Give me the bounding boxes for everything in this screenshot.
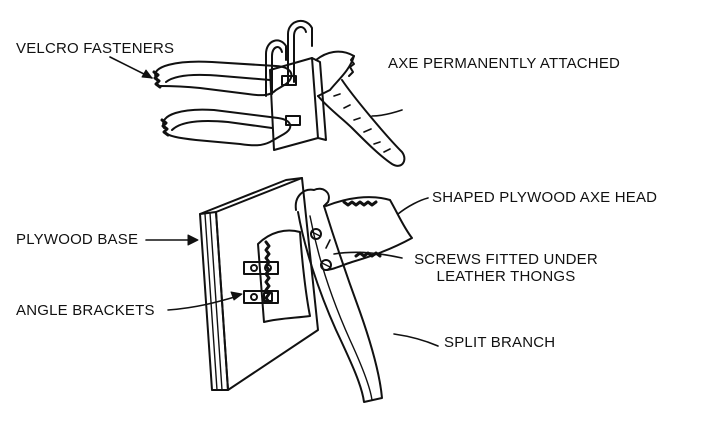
attached-axe-handle-bark bbox=[333, 93, 391, 153]
split-branch-handle bbox=[297, 205, 383, 403]
plate-tab-1 bbox=[281, 75, 297, 86]
screw-upper bbox=[310, 228, 322, 240]
leather-flap bbox=[257, 229, 311, 323]
axe-head-plate bbox=[325, 196, 413, 271]
screw-upper-slot bbox=[311, 231, 321, 237]
split-branch-split-line bbox=[309, 215, 373, 401]
hook-left bbox=[265, 39, 287, 97]
bracket-upper-screw-1 bbox=[250, 264, 258, 272]
label-shaped-plywood-axe-head: SHAPED PLYWOOD AXE HEAD bbox=[432, 189, 658, 206]
angle-bracket-upper bbox=[243, 261, 279, 275]
label-split-branch: SPLIT BRANCH bbox=[444, 334, 556, 351]
split-branch-top bbox=[294, 187, 330, 211]
hook-right-inner bbox=[293, 26, 307, 83]
label-screws: SCREWS FITTED UNDER LEATHER THONGS bbox=[406, 251, 606, 285]
plywood-base-arrowhead bbox=[187, 234, 199, 246]
plywood-board-top bbox=[199, 177, 303, 215]
upper-velcro-strap-inner bbox=[165, 73, 271, 83]
hook-right bbox=[287, 19, 313, 85]
angle-bracket-lower bbox=[243, 290, 279, 304]
label-velcro-fasteners: VELCRO FASTENERS bbox=[16, 40, 175, 57]
angle-brackets-arrowhead bbox=[230, 291, 243, 301]
screw-lower bbox=[320, 259, 332, 271]
velcro-arrowhead bbox=[141, 69, 153, 79]
screws-leader bbox=[333, 251, 403, 259]
label-angle-brackets: ANGLE BRACKETS bbox=[16, 302, 155, 319]
lower-velcro-strap bbox=[162, 108, 292, 147]
top-bracket-assembly bbox=[109, 19, 406, 167]
label-plywood-base: PLYWOOD BASE bbox=[16, 231, 139, 248]
split-branch-leader bbox=[393, 333, 439, 347]
velcro-hook-edge-upper bbox=[152, 70, 162, 89]
screw-lower-slot bbox=[321, 262, 331, 268]
label-screws-line2: LEATHER THONGS bbox=[436, 268, 576, 285]
bracket-upper-screw-2 bbox=[264, 264, 272, 272]
screws-leader-2 bbox=[325, 239, 331, 249]
label-screws-line1: SCREWS FITTED UNDER bbox=[414, 251, 598, 268]
axe-head-leader bbox=[397, 197, 429, 215]
plywood-board-edge bbox=[199, 211, 229, 391]
hook-left-inner bbox=[271, 46, 283, 95]
attached-axe-handle bbox=[317, 79, 406, 167]
lower-velcro-strap-inner bbox=[171, 120, 273, 131]
bracket-lower-screw-1 bbox=[250, 293, 258, 301]
velcro-hook-edge-lower bbox=[160, 118, 170, 137]
bracket-lower-square bbox=[263, 292, 273, 302]
label-axe-permanently-attached: AXE PERMANENTLY ATTACHED bbox=[388, 55, 621, 72]
plywood-base-assembly bbox=[145, 177, 439, 403]
plate-tab-2 bbox=[285, 115, 301, 126]
angle-brackets-arrow bbox=[167, 295, 239, 311]
axe-head-rough-edge bbox=[342, 200, 378, 207]
attached-axe-head-edge bbox=[348, 55, 355, 77]
axe-attached-leader bbox=[371, 109, 403, 117]
